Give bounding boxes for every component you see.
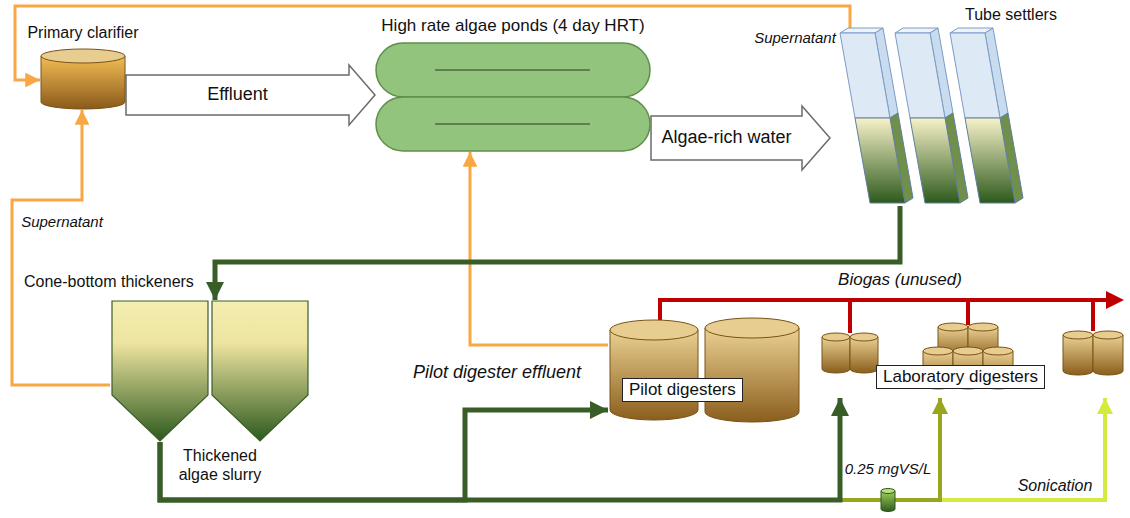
- diagram-part: [840, 33, 890, 118]
- clarifier-tank-shape: [40, 48, 126, 110]
- diagram-part: [1093, 335, 1123, 375]
- diagram-part: [910, 118, 960, 203]
- diagram-part: [938, 323, 968, 331]
- diagram-part: [965, 118, 1015, 203]
- diagram-part: [850, 337, 878, 373]
- digester-tank: Pilot digesters: [608, 318, 800, 422]
- diagram-part: [953, 347, 983, 355]
- flow-line: [470, 152, 608, 345]
- stream-label: 0.25 mgVS/L: [845, 460, 932, 478]
- digester-tank-shape: [608, 318, 800, 422]
- stream-label: Sonication: [1018, 476, 1093, 495]
- diagram-part: [895, 33, 945, 118]
- diagram-part: [705, 328, 799, 422]
- flow-line: [12, 110, 110, 385]
- diagram-part: [822, 337, 850, 373]
- diagram-part: [822, 333, 850, 341]
- lab-digester: Laboratory digesters: [820, 325, 1124, 398]
- thickener-tank: Cone-bottom thickenersThickened algae sl…: [110, 300, 310, 442]
- diagram-part: [435, 69, 590, 70]
- diagram-part: [376, 43, 650, 97]
- diagram-part: [850, 333, 878, 341]
- node-heading: Primary clarifier: [27, 23, 138, 42]
- stream-label: Supernatant: [754, 29, 836, 47]
- biogas-arrowhead: [1106, 291, 1124, 309]
- diagram-part: [983, 347, 1013, 355]
- diagram-part: [41, 49, 125, 63]
- diagram-part: [435, 123, 590, 124]
- tube-settler-shape: [830, 28, 1020, 206]
- diagram-part: [212, 301, 308, 441]
- tube-settler: Tube settlers: [830, 28, 1020, 206]
- dosing-vial: [881, 491, 895, 512]
- flow-line: [215, 206, 900, 300]
- diagram-part: [112, 301, 208, 441]
- flow-arrow: [651, 106, 830, 170]
- node-label: Laboratory digesters: [876, 365, 1045, 389]
- diagram-part: [1063, 335, 1093, 375]
- diagram-part: [41, 56, 125, 109]
- diagram-part: [950, 33, 1000, 118]
- flow-line: [160, 410, 608, 500]
- flow-arrow: [126, 65, 375, 125]
- diagram-part: [1063, 331, 1093, 339]
- algae-pond: High rate algae ponds (4 day HRT): [375, 42, 651, 152]
- diagram-part: [610, 320, 698, 340]
- stream-note: Biogas (unused): [838, 270, 962, 290]
- node-caption: Thickened algae slurry: [166, 446, 274, 484]
- diagram-part: [705, 318, 799, 338]
- thickener-tank-shape: [110, 300, 310, 442]
- algae-pond-shape: [375, 42, 651, 152]
- diagram-part: [923, 347, 953, 355]
- stream-label: Pilot digester effluent: [413, 362, 581, 384]
- dosing-vial-top: [881, 489, 895, 494]
- diagram-part: [610, 330, 698, 420]
- flow-label: Algae-rich water: [661, 127, 791, 149]
- diagram-part: [376, 97, 650, 151]
- node-heading: High rate algae ponds (4 day HRT): [381, 16, 644, 36]
- diagram-part: [968, 323, 998, 331]
- clarifier-tank: Primary clarifier: [40, 48, 126, 110]
- node-heading: Tube settlers: [965, 5, 1057, 24]
- diagram-part: [855, 118, 905, 203]
- stream-label: Supernatant: [21, 213, 103, 231]
- node-heading: Cone-bottom thickeners: [24, 272, 194, 291]
- flow-label: Effluent: [207, 84, 268, 106]
- node-label: Pilot digesters: [622, 378, 743, 402]
- diagram-part: [1093, 331, 1123, 339]
